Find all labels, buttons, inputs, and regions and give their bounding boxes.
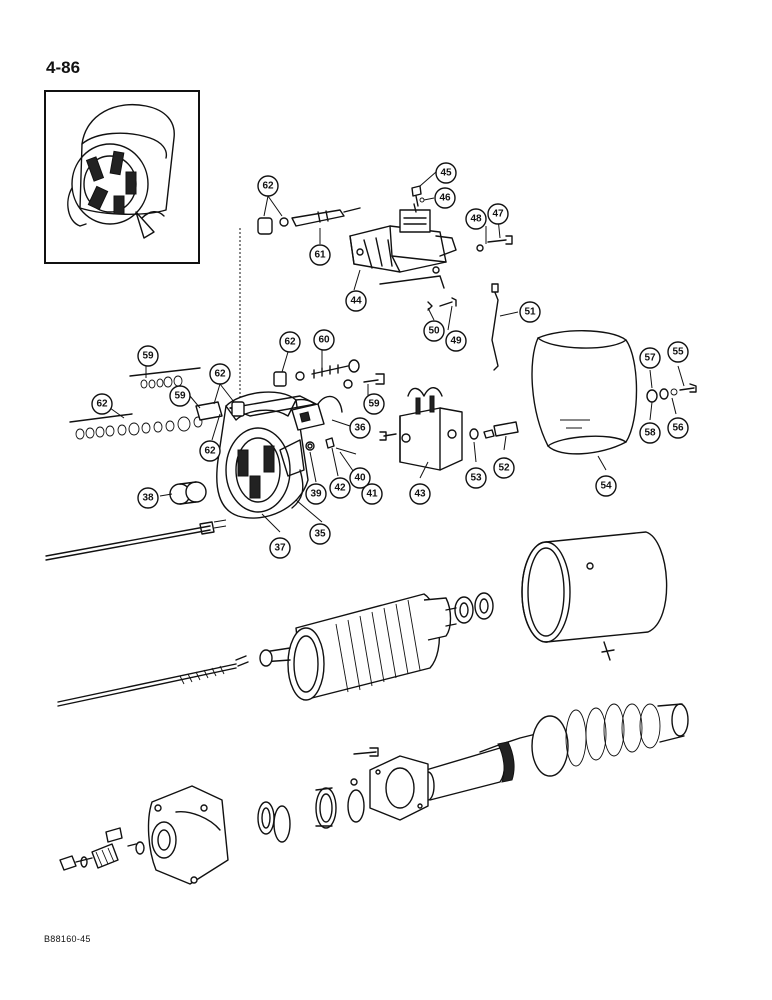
leader-lines bbox=[109, 171, 685, 533]
end-cover bbox=[531, 330, 638, 455]
callout-59a: 59 bbox=[137, 345, 159, 367]
callout-57: 57 bbox=[639, 347, 661, 369]
callout-55: 55 bbox=[667, 341, 689, 363]
svg-text:48: 48 bbox=[470, 214, 482, 225]
svg-text:62: 62 bbox=[284, 337, 296, 348]
brush-parts bbox=[291, 395, 343, 451]
drive-end-plate bbox=[350, 747, 429, 821]
callout-54: 54 bbox=[595, 475, 617, 497]
svg-text:35: 35 bbox=[314, 529, 326, 540]
callout-47: 47 bbox=[487, 203, 509, 225]
callout-51: 51 bbox=[519, 301, 541, 323]
callout-52: 52 bbox=[493, 457, 515, 479]
cover-hardware bbox=[646, 383, 697, 403]
callout-49: 49 bbox=[445, 330, 467, 352]
brush-holder-plate bbox=[216, 391, 321, 519]
plunger-rod bbox=[469, 421, 519, 440]
nose-housing bbox=[147, 785, 229, 885]
brush-plate-hardware bbox=[69, 359, 385, 440]
callout-59c: 59 bbox=[363, 393, 385, 415]
thrust-washers bbox=[454, 592, 494, 624]
svg-text:60: 60 bbox=[318, 335, 330, 346]
svg-text:52: 52 bbox=[498, 463, 510, 474]
svg-text:51: 51 bbox=[524, 307, 536, 318]
callout-48: 48 bbox=[465, 208, 487, 230]
svg-text:58: 58 bbox=[644, 428, 656, 439]
solenoid-assembly bbox=[349, 203, 457, 289]
callout-53: 53 bbox=[465, 467, 487, 489]
callout-50: 50 bbox=[423, 320, 445, 342]
callout-39: 39 bbox=[305, 483, 327, 505]
svg-text:39: 39 bbox=[310, 489, 322, 500]
callout-62: 62 bbox=[257, 175, 279, 197]
svg-text:47: 47 bbox=[492, 209, 504, 220]
svg-text:55: 55 bbox=[672, 347, 684, 358]
callout-60: 60 bbox=[313, 329, 335, 351]
svg-text:36: 36 bbox=[354, 423, 366, 434]
callout-35: 35 bbox=[309, 523, 331, 545]
svg-text:37: 37 bbox=[274, 543, 286, 554]
svg-text:38: 38 bbox=[142, 493, 154, 504]
svg-text:59: 59 bbox=[174, 391, 186, 402]
svg-text:49: 49 bbox=[450, 336, 462, 347]
svg-text:43: 43 bbox=[414, 489, 426, 500]
pinion-and-nut bbox=[59, 827, 145, 871]
callout-62b: 62 bbox=[279, 331, 301, 353]
lower-through-bolt bbox=[57, 663, 237, 707]
callout-43: 43 bbox=[409, 483, 431, 505]
svg-text:42: 42 bbox=[334, 483, 346, 494]
callout-62e: 62 bbox=[199, 440, 221, 462]
callout-37: 37 bbox=[269, 537, 291, 559]
solenoid-hardware bbox=[411, 185, 513, 371]
svg-text:57: 57 bbox=[644, 353, 656, 364]
contact-unit bbox=[379, 387, 463, 471]
callout-59b: 59 bbox=[169, 385, 191, 407]
drive-assembly bbox=[421, 703, 689, 801]
stud-nut-assembly bbox=[257, 207, 361, 235]
callout-45: 45 bbox=[435, 162, 457, 184]
bushing bbox=[169, 481, 207, 505]
document-code: B88160-45 bbox=[44, 934, 91, 944]
callout-40: 40 bbox=[349, 467, 371, 489]
inset-detail-view bbox=[44, 90, 200, 264]
through-bolt bbox=[45, 519, 227, 561]
svg-text:59: 59 bbox=[142, 351, 154, 362]
svg-text:50: 50 bbox=[428, 326, 440, 337]
inset-housing-drawing bbox=[67, 104, 175, 239]
page-number: 4-86 bbox=[46, 58, 81, 77]
svg-text:61: 61 bbox=[314, 250, 326, 261]
svg-text:40: 40 bbox=[354, 473, 366, 484]
svg-text:54: 54 bbox=[600, 481, 612, 492]
armature bbox=[235, 593, 457, 701]
svg-text:59: 59 bbox=[368, 399, 380, 410]
svg-text:62: 62 bbox=[96, 399, 108, 410]
callout-62d: 62 bbox=[91, 393, 113, 415]
callout-41: 41 bbox=[361, 483, 383, 505]
svg-text:46: 46 bbox=[439, 193, 451, 204]
field-frame bbox=[521, 531, 668, 661]
svg-text:53: 53 bbox=[470, 473, 482, 484]
svg-text:62: 62 bbox=[262, 181, 274, 192]
callout-58: 58 bbox=[639, 422, 661, 444]
callout-36: 36 bbox=[349, 417, 371, 439]
callout-44: 44 bbox=[345, 290, 367, 312]
svg-text:41: 41 bbox=[366, 489, 378, 500]
callout-62c: 62 bbox=[209, 363, 231, 385]
callout-61: 61 bbox=[309, 244, 331, 266]
svg-text:56: 56 bbox=[672, 423, 684, 434]
svg-text:62: 62 bbox=[204, 446, 216, 457]
bearing-rings bbox=[257, 787, 365, 843]
callout-46: 46 bbox=[434, 187, 456, 209]
callout-38: 38 bbox=[137, 487, 159, 509]
callout-56: 56 bbox=[667, 417, 689, 439]
svg-text:45: 45 bbox=[440, 168, 452, 179]
svg-text:62: 62 bbox=[214, 369, 226, 380]
callout-42: 42 bbox=[329, 477, 351, 499]
svg-text:44: 44 bbox=[350, 296, 362, 307]
